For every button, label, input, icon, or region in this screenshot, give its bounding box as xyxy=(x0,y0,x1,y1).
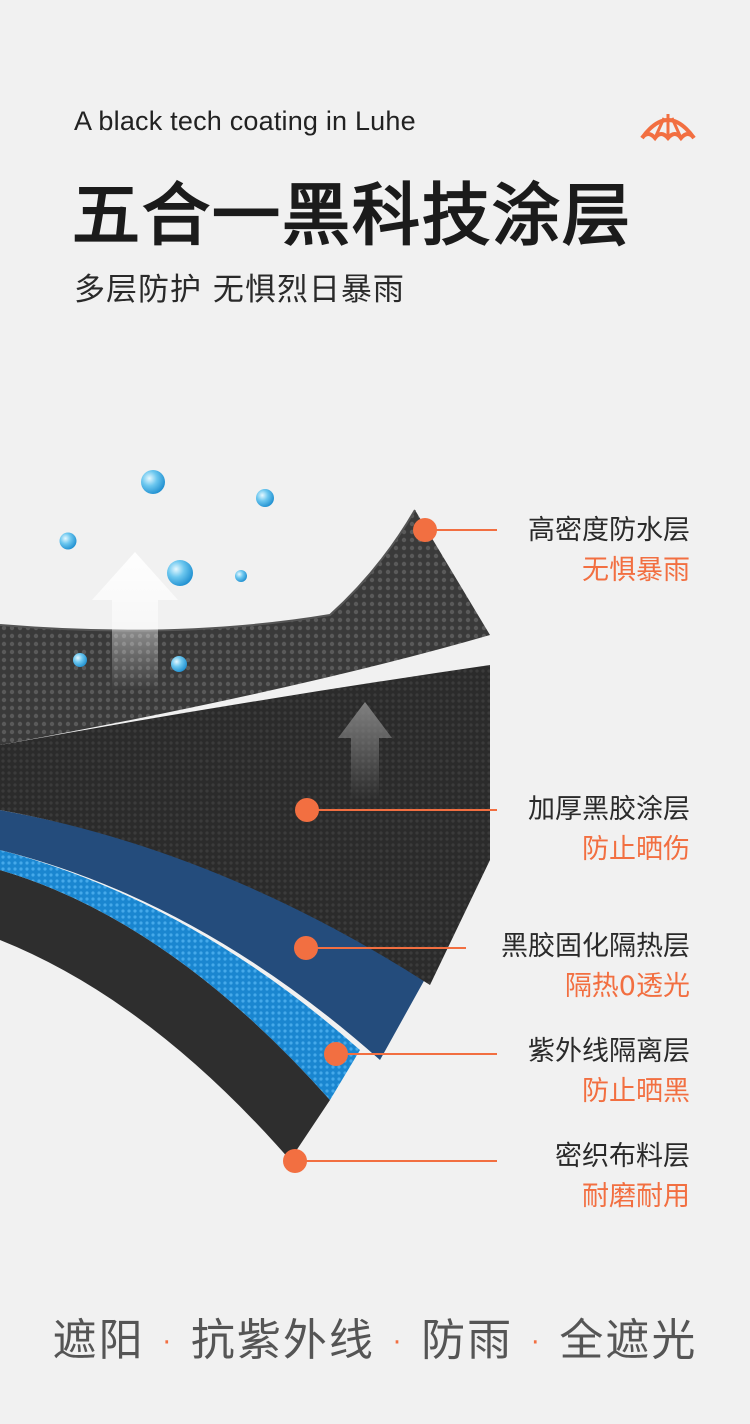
feature-item: 全遮光 xyxy=(559,1315,698,1366)
fabric-layer xyxy=(0,870,330,1160)
layer-name: 紫外线隔离层 xyxy=(528,1036,690,1067)
callout-pointer xyxy=(324,1042,497,1066)
tagline: 多层防护 无惧烈日暴雨 xyxy=(74,272,405,308)
english-subtitle: A black tech coating in Luhe xyxy=(74,106,416,136)
layer-label-fabric: 密织布料层 耐磨耐用 xyxy=(555,1137,690,1217)
callout-pointer xyxy=(294,936,466,960)
water-drop-icon xyxy=(141,470,165,494)
layer-name: 加厚黑胶涂层 xyxy=(528,794,690,825)
vapor-arrow-icon xyxy=(92,552,178,690)
feature-separator: · xyxy=(531,1328,542,1358)
water-drop-icon xyxy=(256,489,274,507)
water-drop-icon xyxy=(167,560,193,586)
feature-list: 遮阳 · 抗紫外线 · 防雨 · 全遮光 xyxy=(0,1304,750,1368)
layer-label-black-glue: 加厚黑胶涂层 防止晒伤 xyxy=(528,790,690,870)
feature-separator: · xyxy=(162,1328,173,1358)
layer-benefit: 隔热0透光 xyxy=(564,971,690,1002)
layer-benefit: 防止晒伤 xyxy=(582,834,690,865)
feature-item: 抗紫外线 xyxy=(190,1315,375,1366)
layer-name: 黑胶固化隔热层 xyxy=(501,931,690,962)
layer-label-waterproof: 高密度防水层 无惧暴雨 xyxy=(528,511,690,591)
layer-benefit: 无惧暴雨 xyxy=(582,555,690,586)
coating-layers-illustration xyxy=(0,470,497,1173)
insulation-layer xyxy=(0,810,430,1060)
water-drop-icon xyxy=(59,532,77,550)
uv-layer xyxy=(0,850,360,1100)
feature-separator: · xyxy=(392,1328,404,1358)
callout-pointer xyxy=(283,1149,497,1173)
umbrella-icon xyxy=(640,114,696,142)
layer-benefit: 耐磨耐用 xyxy=(582,1181,690,1212)
layer-label-uv: 紫外线隔离层 防止晒黑 xyxy=(528,1032,690,1112)
layer-label-insulation: 黑胶固化隔热层 隔热0透光 xyxy=(501,927,690,1007)
feature-item: 遮阳 xyxy=(52,1315,145,1366)
callout-pointer xyxy=(413,518,497,542)
page-title: 五合一黑科技涂层 xyxy=(72,177,633,256)
water-drop-icon xyxy=(171,656,187,672)
feature-item: 防雨 xyxy=(421,1315,514,1366)
water-drop-icon xyxy=(73,653,87,667)
heat-arrow-icon xyxy=(338,702,392,800)
layer-benefit: 防止晒黑 xyxy=(582,1076,690,1107)
callout-pointer xyxy=(295,798,497,822)
water-drop-icon xyxy=(235,570,247,582)
layer-name: 高密度防水层 xyxy=(528,515,690,546)
layer-name: 密织布料层 xyxy=(555,1141,690,1172)
